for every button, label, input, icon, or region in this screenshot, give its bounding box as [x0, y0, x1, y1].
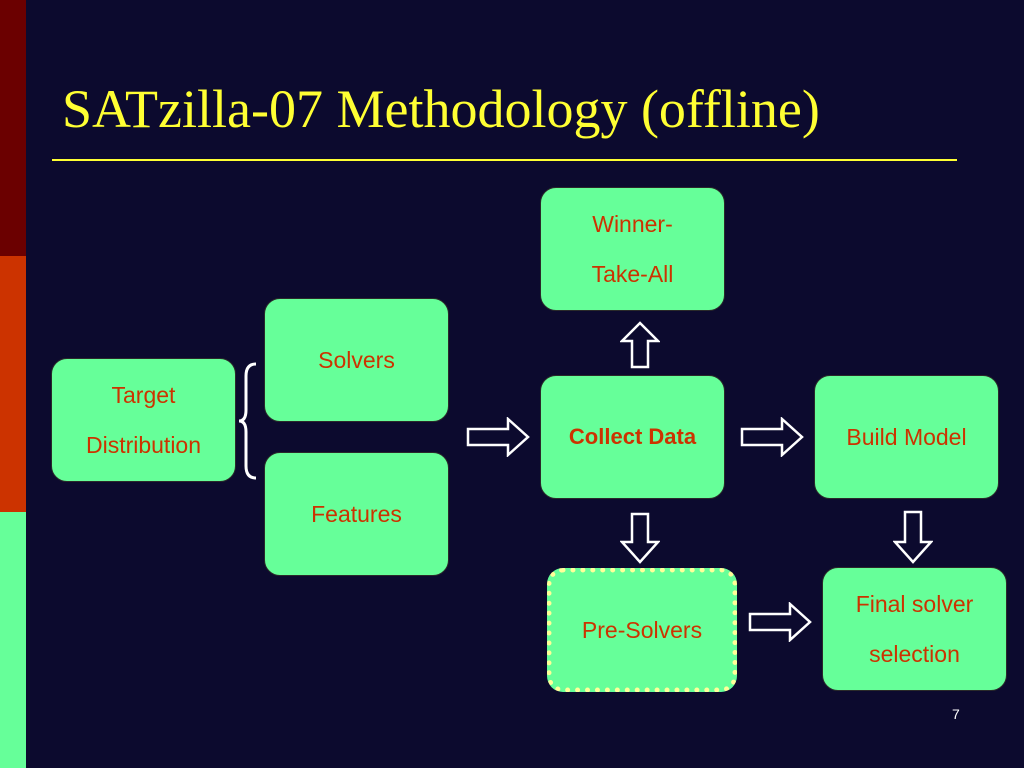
node-winner-line-1: Winner-	[592, 211, 673, 237]
arrow-down-icon	[893, 510, 933, 564]
title-underline	[52, 159, 957, 161]
side-stripe-dark-red	[0, 0, 26, 256]
arrow-right-icon	[748, 602, 812, 642]
page-number: 7	[952, 706, 960, 722]
node-final-solver-selection: Final solver selection	[822, 567, 1007, 691]
node-winner-line-2: Take-All	[591, 261, 674, 287]
node-solvers: Solvers	[264, 298, 449, 422]
node-winner-take-all: Winner- Take-All	[540, 187, 725, 311]
arrow-up-icon	[620, 321, 660, 369]
node-final-line-2: selection	[869, 641, 960, 667]
node-features: Features	[264, 452, 449, 576]
slide-title: SATzilla-07 Methodology (offline)	[62, 79, 820, 139]
arrow-right-icon	[466, 417, 530, 457]
node-target-distribution: Target Distribution	[51, 358, 236, 482]
side-stripe-green	[0, 512, 26, 768]
node-target-line-1: Target	[111, 382, 176, 408]
node-final-line-1: Final solver	[855, 591, 974, 617]
arrow-down-icon	[620, 512, 660, 564]
node-build-model: Build Model	[814, 375, 999, 499]
node-pre-solvers: Pre-Solvers	[547, 568, 737, 692]
arrow-right-icon	[740, 417, 804, 457]
node-target-line-2: Distribution	[85, 432, 202, 458]
side-stripe-orange	[0, 256, 26, 512]
curly-brace-icon	[238, 362, 257, 480]
node-collect-data: Collect Data	[540, 375, 725, 499]
